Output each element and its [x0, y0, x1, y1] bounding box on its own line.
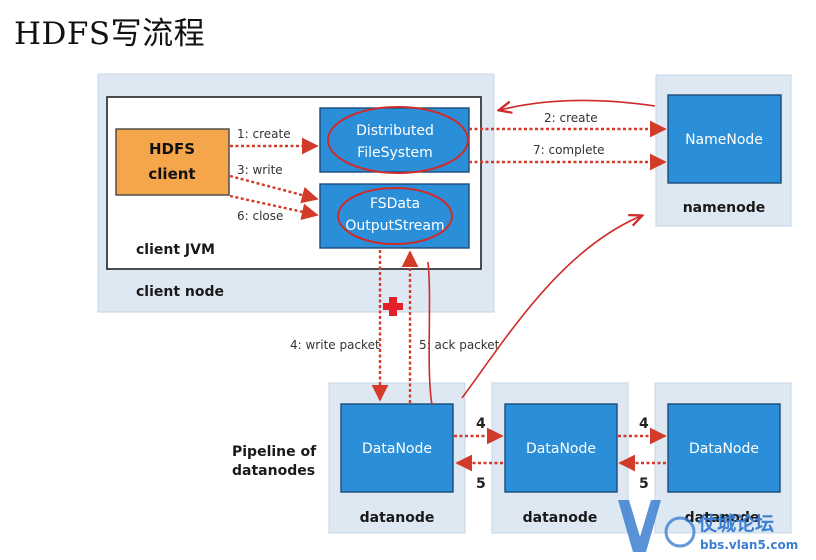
datanode-3-box [667, 403, 781, 493]
watermark-text-en: bbs.vlan5.com [700, 538, 798, 552]
arrow-close [229, 194, 319, 220]
output-stream-box: FSData OutputStream [319, 183, 470, 249]
annotation-arrow-to-dfs [500, 99, 656, 110]
datanode-2-node-label: datanode [523, 510, 598, 526]
step-nn-create-label: 2: create [544, 111, 598, 125]
namenode-node: NameNode namenode [655, 74, 792, 227]
pipeline-label-line2: datanodes [232, 463, 315, 479]
annotation-line-ack [427, 261, 433, 406]
step-ack-packet-label: 5: ack packet [419, 338, 500, 352]
step-write-packet-label: 4: write packet [290, 338, 380, 352]
annotation-arrow-to-namenode [461, 216, 641, 399]
plus-marker-icon [383, 297, 403, 316]
client-jvm-label: client JVM [136, 242, 215, 258]
output-stream-line2: OutputStream [345, 218, 444, 234]
step-forward-1-label: 4 [476, 416, 486, 432]
hdfs-client-box: HDFS client [115, 128, 230, 196]
step-ack-1-label: 5 [476, 476, 486, 492]
datanode-2-box-label: DataNode [526, 441, 596, 457]
annotation-circle-dfs [327, 106, 469, 174]
step-write-label: 3: write [237, 163, 283, 177]
watermark-v-icon [618, 500, 661, 552]
step-forward-2-label: 4 [639, 416, 649, 432]
distributed-fs-line1: Distributed [356, 123, 434, 139]
annotation-circle-output-stream [337, 187, 453, 245]
pipeline-label-line1: Pipeline of [232, 444, 317, 460]
namenode-box-label: NameNode [685, 132, 763, 148]
datanode-2: DataNode datanode [491, 382, 629, 534]
datanode-1-box [340, 403, 454, 493]
step-complete-label: 7: complete [533, 143, 605, 157]
output-stream-line1: FSData [370, 196, 420, 212]
datanode-1-box-label: DataNode [362, 441, 432, 457]
client-node-label: client node [136, 284, 224, 300]
watermark-5-icon [664, 516, 696, 548]
page-title: HDFS写流程 [14, 16, 206, 52]
datanode-1-node-label: datanode [360, 510, 435, 526]
datanode-3: DataNode datanode [654, 382, 792, 534]
namenode-box [667, 94, 782, 184]
arrow-write [229, 174, 319, 204]
distributed-filesystem-box: Distributed FileSystem [319, 107, 470, 173]
datanode-3-node-label: datanode [685, 510, 760, 526]
hdfs-client-line1: HDFS [149, 140, 195, 158]
watermark-text-cn: 仗城论坛 [697, 512, 774, 535]
watermark-logo: V5 仗城论坛 bbs.vlan5.com [618, 500, 798, 552]
hdfs-client-line2: client [148, 165, 195, 183]
datanode-1: DataNode datanode [328, 382, 466, 534]
datanode-3-box-label: DataNode [689, 441, 759, 457]
distributed-fs-line2: FileSystem [357, 145, 433, 161]
step-ack-2-label: 5 [639, 476, 649, 492]
step-create-label: 1: create [237, 127, 291, 141]
step-close-label: 6: close [237, 209, 283, 223]
namenode-node-label: namenode [683, 200, 766, 216]
datanode-2-box [504, 403, 618, 493]
